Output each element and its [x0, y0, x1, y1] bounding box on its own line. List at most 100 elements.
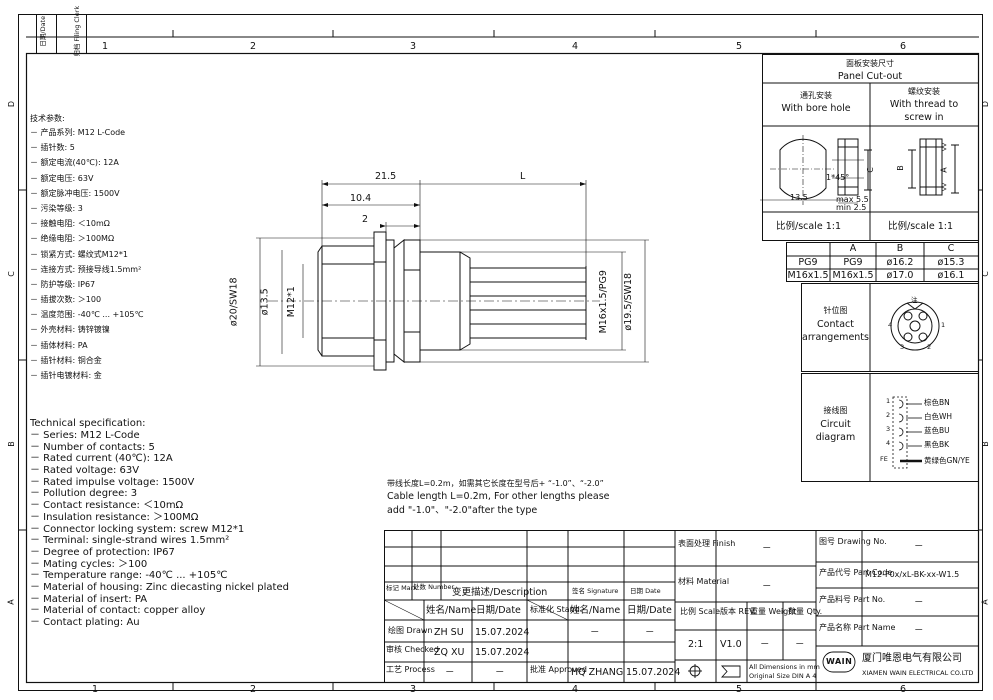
dim-d13-5: ø13.5: [259, 288, 271, 316]
spec-item: － 额定电流(40℃): 12A: [30, 158, 119, 168]
tb-material-label: 材料 Material: [678, 577, 730, 586]
circuit-label-en-2: diagram: [815, 432, 856, 443]
circuit-wire-label: 蓝色BU: [924, 426, 950, 435]
tb-checked-date: 15.07.2024: [475, 647, 530, 658]
row-letter: A: [6, 599, 16, 605]
tb-drawing-no: －: [914, 541, 924, 552]
outer-border: [18, 14, 983, 691]
spec-item: － Contact plating: Au: [30, 617, 140, 628]
tb-part-name: －: [914, 625, 924, 636]
tb-name-header-2: 姓名/Name: [570, 605, 621, 616]
col-number: 3: [410, 41, 417, 52]
bore-label: 通孔安装 With bore hole: [762, 90, 870, 114]
revision-filing-label: 归档 Filing Clerk: [73, 5, 82, 57]
thread-label-en-1: With thread to: [889, 99, 959, 110]
thread-label: 螺纹安装 With thread to screw in: [870, 86, 978, 123]
col-number: 1: [102, 41, 109, 52]
spec-item: － 污染等级: 3: [30, 203, 83, 213]
circuit-label: 接线图 Circuit diagram: [801, 405, 870, 443]
spec-item: － Degree of protection: IP67: [30, 546, 175, 558]
spec-en-title: Technical specification:: [30, 418, 146, 429]
cutout-cell: ø16.2: [886, 257, 914, 268]
tb-dims-note-1: All Dimensions in mm: [749, 663, 820, 671]
cutout-header-cell: B: [896, 243, 904, 254]
tb-checked-label: 审核 Checked: [386, 645, 439, 654]
tb-process-label: 工艺 Process: [386, 665, 435, 674]
contact-label-en-1: Contact: [817, 319, 854, 330]
tb-rev-label: 版本 REV.: [720, 607, 757, 616]
tb-process-date: －: [495, 667, 505, 678]
dim-m16: M16x1.5/PG9: [597, 270, 609, 334]
tb-material-value: －: [762, 581, 772, 592]
tb-std-name: －: [590, 627, 600, 638]
tb-drawn-name: ZH SU: [434, 627, 464, 638]
circuit-pin-label: 1: [886, 397, 891, 405]
tb-part-code: M12-F0x/xL-BK-xx-W1.5: [865, 570, 960, 579]
tb-approved-name: HQ ZHANG: [571, 667, 624, 678]
tb-std: 标准化 Stand.: [530, 605, 583, 614]
spec-item: － 防护等级: IP67: [30, 279, 96, 289]
tb-finish-label: 表面处理 Finish: [678, 539, 736, 548]
dim-a-label: A: [939, 167, 949, 173]
tb-drawing-no-label: 图号 Drawing No.: [819, 537, 887, 546]
dim-d20: ø20/SW18: [228, 277, 240, 327]
spec-item: － 产品系列: M12 L-Code: [30, 128, 126, 137]
col-number: 2: [250, 684, 257, 695]
row-letter: A: [980, 599, 990, 605]
cutout-cell: M16x1.5: [787, 270, 829, 281]
contact-label: 针位图 Contact arrangements: [801, 305, 870, 343]
circuit-pin-label: 4: [886, 439, 891, 447]
tb-weight-value: －: [760, 639, 770, 650]
panel-title: 面板安装尺寸 Panel Cut-out: [762, 58, 978, 82]
panel-title-en: Panel Cut-out: [837, 71, 903, 82]
pin-label: 3: [900, 343, 905, 351]
tb-part-name-label: 产品名称 Part Name: [819, 623, 896, 632]
dim-10-4: 10.4: [350, 193, 372, 204]
col-number: 5: [736, 684, 743, 695]
tb-date-header: 日期/Date: [476, 605, 521, 616]
col-number: 4: [572, 41, 579, 52]
row-letter: B: [6, 441, 16, 447]
dim-c-label: C: [865, 167, 875, 173]
spec-item: － Temperature range: -40℃ ... +105℃: [30, 570, 228, 582]
circuit-wire-label: 棕色BN: [924, 398, 950, 407]
spec-item: － Material of housing: Zinc diecasting n…: [30, 581, 289, 593]
spec-en-block: Technical specification: － Series: M12 L…: [30, 418, 360, 629]
chamfer-label: 1*45°: [826, 173, 850, 182]
spec-item: － Mating cycles: ＞100: [30, 558, 148, 570]
col-number: 5: [736, 41, 743, 52]
spec-item: － 绝缘电阻: ＞100MΩ: [30, 234, 115, 244]
pin-label: 1: [941, 321, 946, 329]
cutout-cell: M16x1.5: [832, 270, 874, 281]
spec-item: － 插针材料: 铜合金: [30, 355, 102, 365]
bore-label-cn: 通孔安装: [800, 91, 832, 100]
spec-en-list: － Series: M12 L-Code－ Number of contacts…: [30, 430, 360, 629]
spec-item: － Material of contact: copper alloy: [30, 605, 206, 617]
spec-item: － Rated voltage: 63V: [30, 465, 140, 477]
contact-label-en-2: arrangements: [802, 332, 869, 343]
tb-signature: 签名 Signature: [572, 587, 619, 595]
dim-b-label: B: [895, 165, 905, 171]
circuit-label-cn: 接线图: [823, 406, 848, 415]
spec-item: － Material of insert: PA: [30, 593, 148, 605]
scale-label-bore: 比例/scale 1:1: [776, 221, 841, 232]
row-letter: C: [6, 271, 16, 277]
cutout-cell: ø16.1: [937, 270, 965, 281]
spec-item: － 插针数: 5: [30, 143, 75, 153]
pin-label: 2: [927, 343, 932, 351]
tb-number: 处数 Number: [413, 583, 455, 591]
spec-item: － Rated current (40℃): 12A: [30, 453, 173, 465]
tb-process-name: －: [445, 667, 455, 678]
company-name-en: XIAMEN WAIN ELECTRICAL CO.LTD: [862, 669, 974, 677]
tb-checked-name: ZQ XU: [434, 647, 465, 658]
spec-item: － 接触电阻: ＜10mΩ: [30, 219, 110, 229]
col-number: 3: [410, 684, 417, 695]
dim-L: L: [520, 171, 526, 182]
dim-21-5: 21.5: [375, 171, 397, 182]
tb-qty-label: 数量 Qty.: [788, 607, 823, 616]
tb-date: 日期 Date: [630, 587, 661, 595]
spec-item: － Insulation resistance: ＞100MΩ: [30, 511, 199, 523]
cutout-cell: ø15.3: [937, 257, 965, 268]
dim-m12: M12*1: [285, 286, 297, 318]
